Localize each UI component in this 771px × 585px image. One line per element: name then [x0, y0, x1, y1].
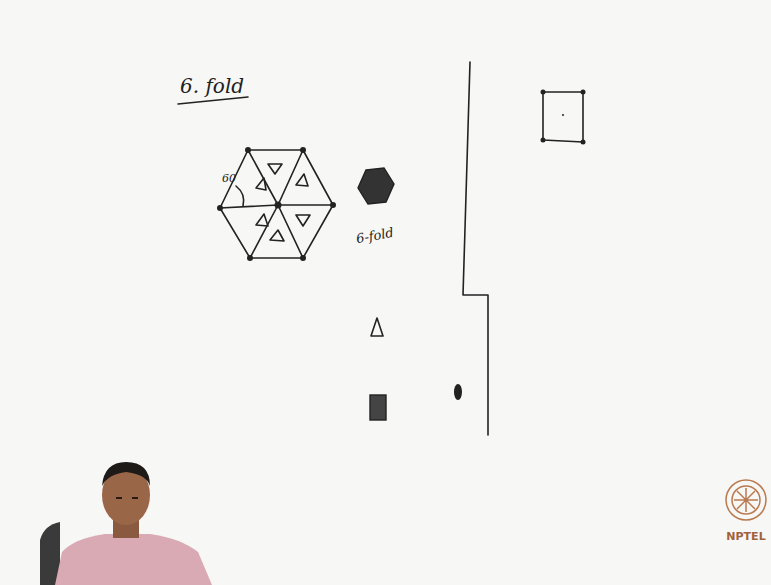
presenter [40, 462, 212, 585]
motif-triangle [256, 214, 268, 226]
motif-triangle [371, 318, 383, 336]
nptel-logo [726, 480, 766, 520]
divider-line [463, 62, 488, 435]
angle-arc [236, 186, 244, 206]
underline [178, 97, 248, 104]
square-lattice [543, 92, 583, 142]
motif-triangle [270, 230, 284, 241]
hexagon-spokes [220, 150, 333, 258]
dot-symbol [454, 384, 462, 400]
motif-triangle [268, 164, 282, 174]
motif-triangle [256, 178, 266, 190]
hexagon-lattice [220, 150, 333, 258]
motif-triangle [296, 174, 308, 186]
watermark: NPTEL [726, 530, 765, 543]
sixfold-symbol [358, 168, 394, 204]
board-heading: 6. fold [180, 74, 244, 98]
square-symbol [370, 395, 386, 420]
angle-label: 60 [222, 172, 236, 185]
motif-triangle [296, 215, 310, 226]
symmetry-label: 6-fold [355, 225, 395, 246]
